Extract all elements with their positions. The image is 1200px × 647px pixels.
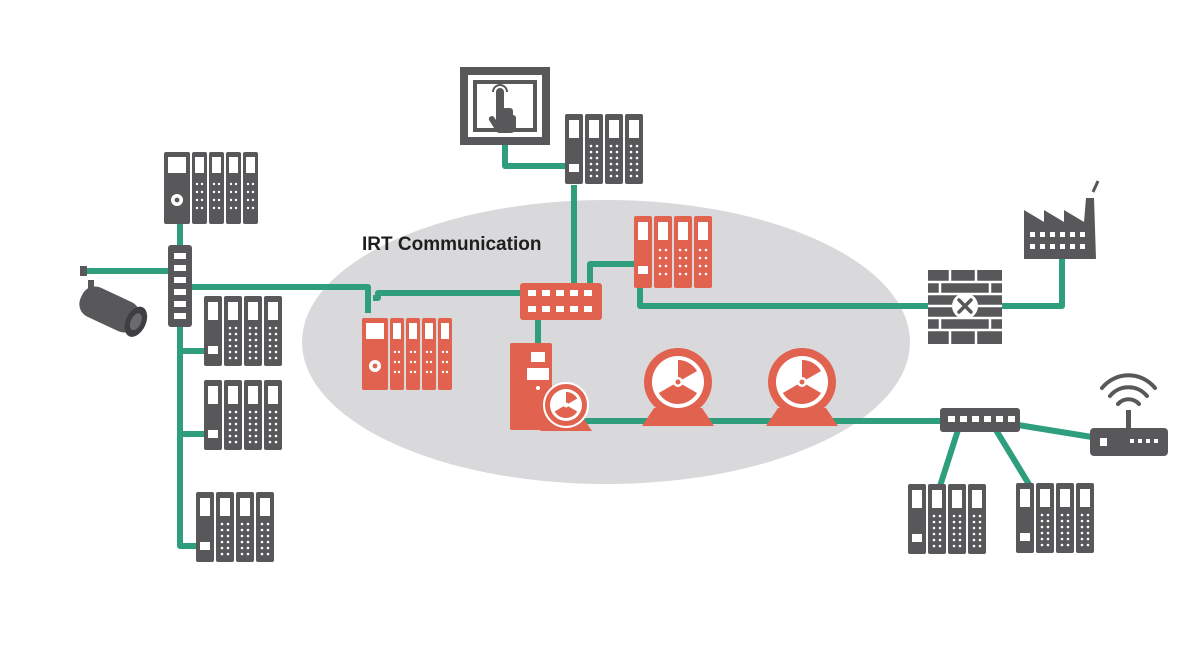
io-station-icon	[204, 296, 282, 366]
wireless-router-icon	[1090, 373, 1168, 456]
io-station-icon	[565, 114, 643, 184]
firewall-icon	[928, 270, 1002, 344]
io-station-icon	[908, 484, 986, 554]
io-station-icon	[1016, 483, 1094, 553]
drive-controller-icon	[510, 343, 592, 431]
io-station-icon	[204, 380, 282, 450]
factory-icon	[1024, 180, 1100, 259]
hmi-touch-panel-icon	[460, 67, 550, 145]
network-switch-icon	[168, 245, 192, 327]
io-station-icon	[164, 152, 258, 224]
zone-label: IRT Communication	[362, 234, 542, 255]
irt-zone	[302, 200, 910, 484]
security-camera-icon	[79, 266, 148, 337]
network-switch-icon	[520, 283, 602, 320]
motor-icon	[642, 348, 714, 426]
io-station-icon	[362, 318, 452, 390]
motor-icon	[766, 348, 838, 426]
network-links	[81, 142, 1096, 549]
io-station-icon	[196, 492, 274, 562]
network-switch-icon	[940, 408, 1020, 432]
